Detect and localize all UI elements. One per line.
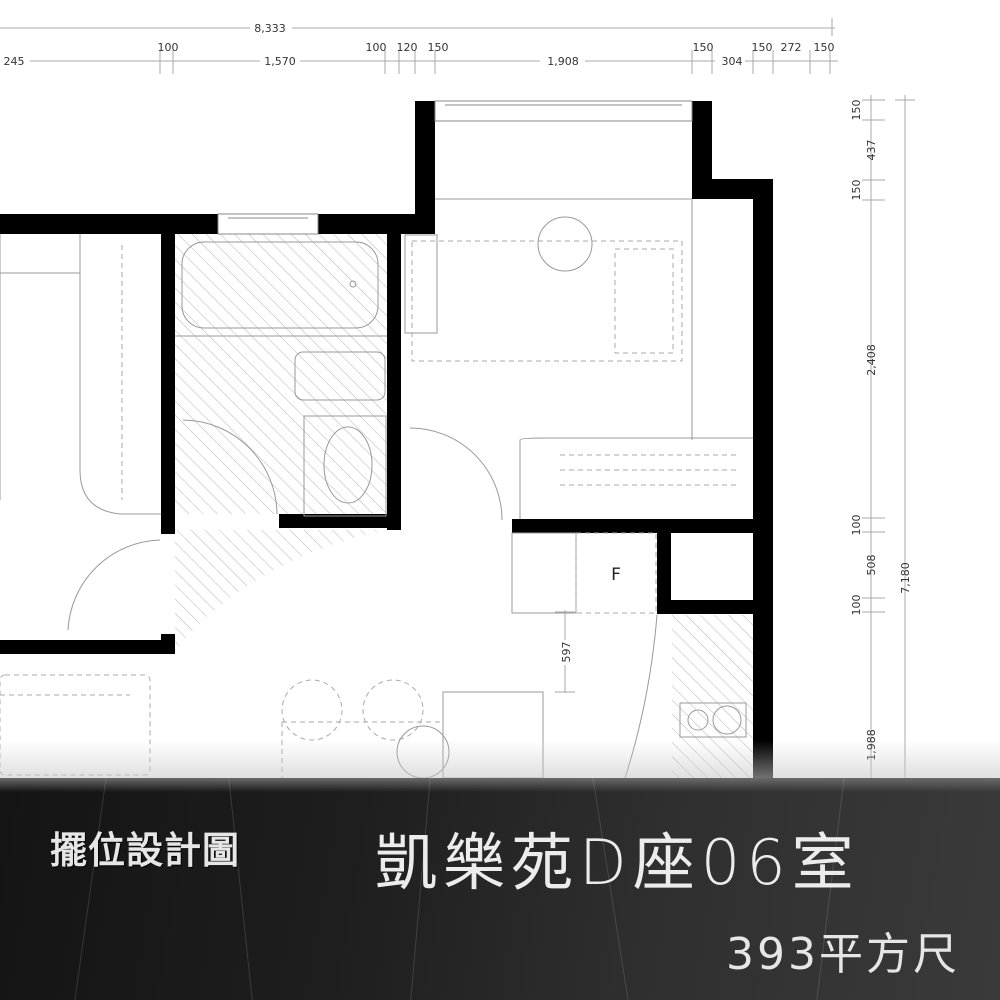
dim-right-3: 2,408 bbox=[865, 344, 878, 376]
title-banner: 擺位設計圖 凱樂苑D座06室 393平方尺 bbox=[0, 778, 1000, 1000]
bed-outline bbox=[411, 240, 683, 362]
walls bbox=[0, 101, 773, 779]
dim-right-overall: 7,180 bbox=[899, 562, 912, 594]
dim-top-2: 1,570 bbox=[264, 55, 296, 68]
plan-type-label: 擺位設計圖 bbox=[50, 829, 240, 872]
floor-area: 393平方尺 bbox=[726, 929, 960, 980]
hob bbox=[679, 702, 747, 738]
dim-top-11: 150 bbox=[814, 41, 835, 54]
property-title: 凱樂苑D座06室 bbox=[375, 826, 860, 899]
dim-overall-width: 8,333 bbox=[254, 22, 286, 35]
dim-top-0: 245 bbox=[4, 55, 25, 68]
fixtures bbox=[0, 198, 753, 779]
bathroom-door-swing bbox=[182, 419, 278, 515]
dim-top-1: 100 bbox=[158, 41, 179, 54]
kitchen-clearance-line bbox=[555, 610, 575, 693]
dim-right-1: 437 bbox=[865, 140, 878, 161]
dim-top-4: 120 bbox=[397, 41, 418, 54]
top-dimensions bbox=[0, 18, 838, 74]
dim-top-9: 150 bbox=[752, 41, 773, 54]
chair bbox=[537, 216, 593, 272]
basin bbox=[323, 426, 373, 504]
dim-top-7: 150 bbox=[693, 41, 714, 54]
dim-top-10: 272 bbox=[781, 41, 802, 54]
bathtub bbox=[181, 241, 379, 329]
entry-floor bbox=[175, 530, 385, 650]
dim-kitchen-clearance: 597 bbox=[560, 642, 573, 663]
room-door-swing bbox=[409, 427, 503, 521]
dim-right-6: 100 bbox=[850, 595, 863, 616]
dim-right-5: 508 bbox=[865, 555, 878, 576]
bottom-fade bbox=[0, 740, 1000, 780]
right-dimensions bbox=[862, 95, 915, 778]
dim-right-2: 150 bbox=[850, 180, 863, 201]
bedroom-door-swing bbox=[67, 539, 161, 631]
dim-right-4: 100 bbox=[850, 515, 863, 536]
dim-top-3: 100 bbox=[366, 41, 387, 54]
toilet bbox=[294, 351, 386, 401]
vanity bbox=[303, 415, 387, 517]
fridge-label: F bbox=[611, 565, 621, 585]
dim-top-6: 1,908 bbox=[547, 55, 579, 68]
dim-top-8: 304 bbox=[722, 55, 743, 68]
dim-right-0: 150 bbox=[850, 100, 863, 121]
fridge-outline bbox=[575, 532, 657, 614]
windows bbox=[217, 100, 693, 235]
dim-top-5: 150 bbox=[428, 41, 449, 54]
bathroom-floor bbox=[175, 234, 387, 514]
